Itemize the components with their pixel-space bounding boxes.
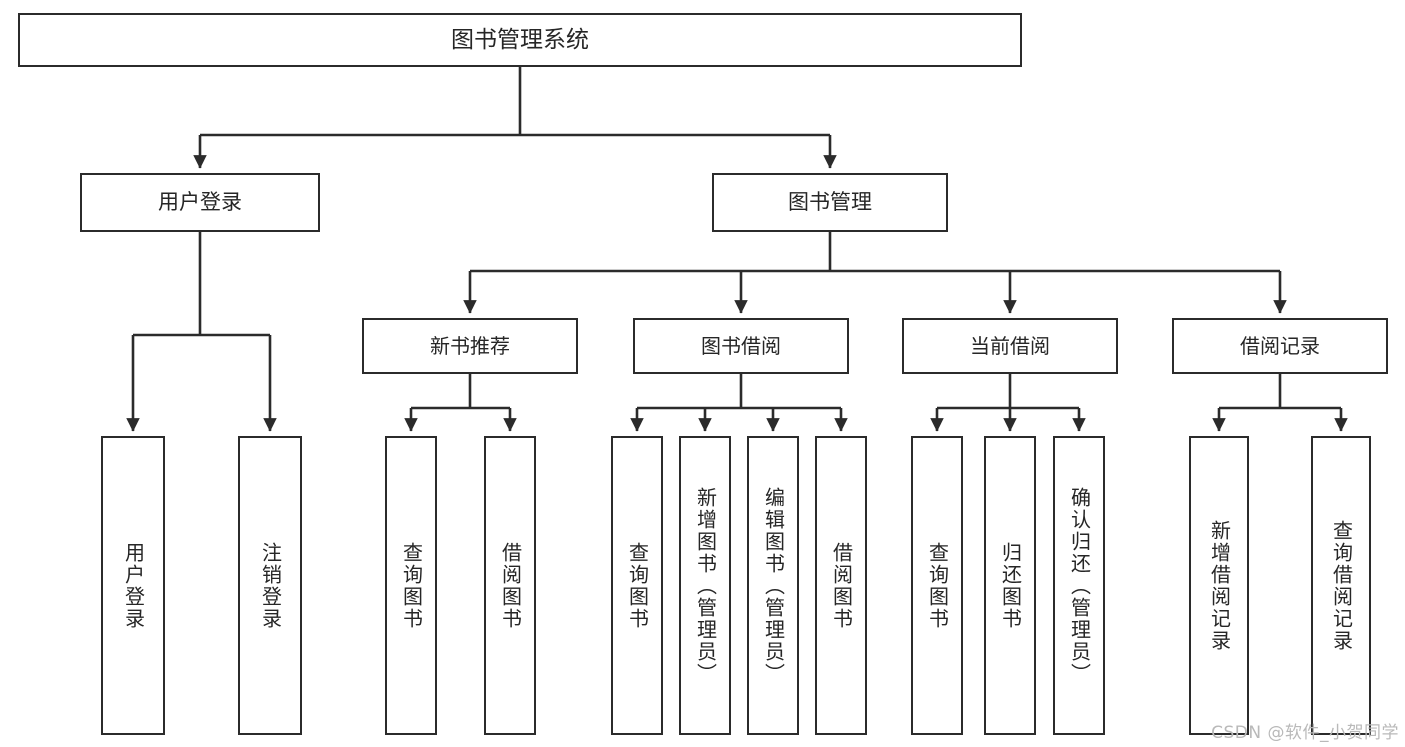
node-leaf-user-login[interactable]: 用户登录 (101, 436, 165, 735)
node-leaf-user-logout[interactable]: 注销登录 (238, 436, 302, 735)
node-label: 注销登录 (258, 541, 283, 630)
node-label: 当前借阅 (970, 333, 1050, 358)
node-label: 查询图书 (399, 541, 424, 630)
node-label: 查询图书 (625, 541, 650, 630)
node-label: 图书借阅 (701, 333, 781, 358)
node-new-book-recommend[interactable]: 新书推荐 (362, 318, 578, 374)
node-label: 借阅记录 (1240, 333, 1320, 358)
watermark: CSDN @软件_小贺同学 (1211, 723, 1399, 743)
node-leaf-query-borrow-record[interactable]: 查询借阅记录 (1311, 436, 1371, 735)
node-root-system[interactable]: 图书管理系统 (18, 13, 1022, 67)
node-label: 查询图书 (925, 541, 950, 630)
node-user-login[interactable]: 用户登录 (80, 173, 320, 232)
node-leaf-return-book[interactable]: 归还图书 (984, 436, 1036, 735)
node-book-borrow[interactable]: 图书借阅 (633, 318, 849, 374)
node-leaf-query-book-borrow[interactable]: 查询图书 (611, 436, 663, 735)
node-leaf-borrow-book[interactable]: 借阅图书 (815, 436, 867, 735)
node-label: 图书管理系统 (451, 26, 589, 53)
node-label: 编辑图书（管理员） (761, 486, 786, 685)
node-leaf-add-book[interactable]: 新增图书（管理员） (679, 436, 731, 735)
node-label: 确认归还（管理员） (1067, 486, 1092, 685)
node-leaf-edit-book[interactable]: 编辑图书（管理员） (747, 436, 799, 735)
node-leaf-confirm-return[interactable]: 确认归还（管理员） (1053, 436, 1105, 735)
node-leaf-query-book-current[interactable]: 查询图书 (911, 436, 963, 735)
node-label: 新增图书（管理员） (693, 486, 718, 685)
node-leaf-query-book-recommend[interactable]: 查询图书 (385, 436, 437, 735)
node-label: 归还图书 (998, 541, 1023, 630)
node-label: 查询借阅记录 (1329, 519, 1354, 652)
node-label: 图书管理 (788, 190, 872, 215)
node-label: 新增借阅记录 (1207, 519, 1232, 652)
node-label: 用户登录 (158, 190, 242, 215)
node-leaf-borrow-book-recommend[interactable]: 借阅图书 (484, 436, 536, 735)
node-label: 用户登录 (121, 541, 146, 630)
node-label: 借阅图书 (829, 541, 854, 630)
node-book-manage[interactable]: 图书管理 (712, 173, 948, 232)
node-label: 借阅图书 (498, 541, 523, 630)
node-leaf-add-borrow-record[interactable]: 新增借阅记录 (1189, 436, 1249, 735)
node-borrow-record[interactable]: 借阅记录 (1172, 318, 1388, 374)
node-label: 新书推荐 (430, 333, 510, 358)
node-current-borrow[interactable]: 当前借阅 (902, 318, 1118, 374)
